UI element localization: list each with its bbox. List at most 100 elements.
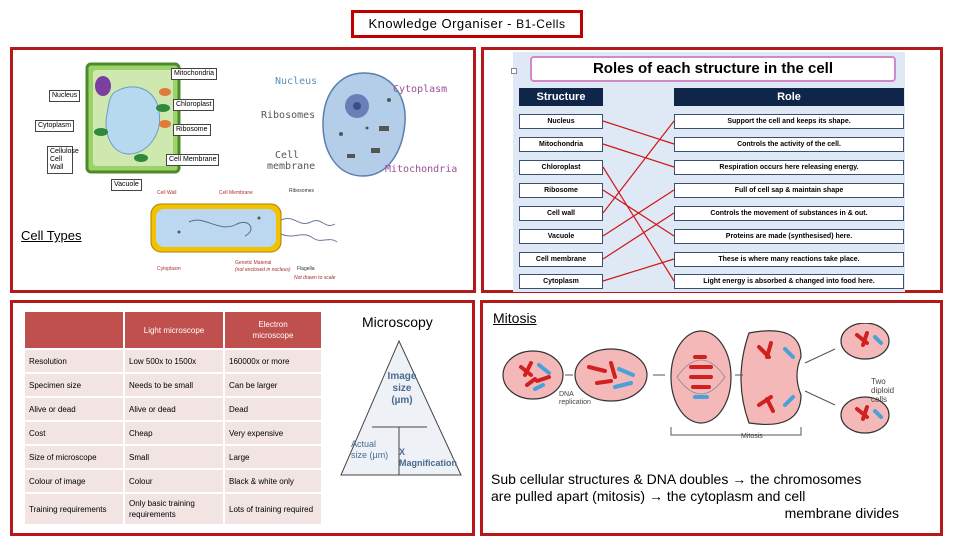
role-box: Proteins are made (synthesised) here.	[674, 229, 904, 244]
mitosis-label-mitosis: Mitosis	[741, 433, 763, 440]
mitosis-summary-line-3: membrane divides	[784, 505, 899, 521]
roles-table: Roles of each structure in the cell Stru…	[511, 52, 905, 292]
table-cell: Colour	[125, 470, 223, 492]
title-main: Knowledge Organiser -	[368, 16, 512, 31]
title-sub: B1-Cells	[516, 17, 566, 31]
bacteria-label-cytoplasm: Cytoplasm	[157, 266, 181, 272]
roles-title: Roles of each structure in the cell	[530, 56, 896, 82]
structure-box: Vacuole	[519, 229, 603, 244]
table-cell: Specimen size	[25, 374, 123, 396]
table-row: Alive or dead Alive or dead Dead	[25, 398, 321, 420]
mitosis-summary: Sub cellular structures & DNA doubles → …	[491, 471, 939, 522]
plant-label-cytoplasm: Cytoplasm	[35, 120, 75, 132]
plant-label-mitochondria: Mitochondria	[171, 68, 218, 80]
table-cell: Lots of training required	[225, 494, 321, 524]
triangle-image-size: Image size (µm)	[387, 371, 417, 406]
table-cell: Dead	[225, 398, 321, 420]
table-row: Resolution Low 500x to 1500x 160000x or …	[25, 350, 321, 372]
matching-lines	[602, 120, 675, 282]
magnification-triangle: Image size (µm) Actual size (µm) X Magni…	[339, 339, 463, 479]
table-cell: Can be larger	[225, 374, 321, 396]
table-header-blank	[25, 312, 123, 348]
table-row: Colour of image Colour Black & white onl…	[25, 470, 321, 492]
structure-box: Mitochondria	[519, 137, 603, 152]
mitosis-summary-line-2: are pulled apart (mitosis) → the cytopla…	[491, 488, 806, 504]
microscopy-panel: Light microscope Electron microscope Res…	[10, 300, 475, 536]
table-cell: Large	[225, 446, 321, 468]
table-cell: Needs to be small	[125, 374, 223, 396]
animal-label-nucleus: Nucleus	[275, 76, 318, 87]
plant-cell-diagram	[85, 62, 181, 174]
table-cell: Size of microscope	[25, 446, 123, 468]
table-cell: Low 500x to 1500x	[125, 350, 223, 372]
table-row: Size of microscope Small Large	[25, 446, 321, 468]
table-row: Training requirements Only basic trainin…	[25, 494, 321, 524]
table-row: Cost Cheap Very expensive	[25, 422, 321, 444]
bacteria-label-flagella: Flagella	[297, 266, 315, 272]
bacteria-label-genetic-note: (not enclosed in nucleus)	[235, 267, 291, 273]
role-box: Light energy is absorbed & changed into …	[674, 274, 904, 289]
role-box: Full of cell sap & maintain shape	[674, 183, 904, 198]
table-icon	[511, 68, 517, 74]
table-cell: Black & white only	[225, 470, 321, 492]
structure-box: Cytoplasm	[519, 274, 603, 289]
plant-label-cell-membrane: Cell Membrane	[166, 154, 220, 166]
bacteria-diagram	[150, 203, 338, 253]
plant-label-vacuole: Vacuole	[111, 179, 142, 191]
bacteria-label-cell-membrane: Cell Membrane	[219, 190, 253, 196]
table-header-light: Light microscope	[125, 312, 223, 348]
animal-cell-diagram	[322, 72, 406, 177]
mitosis-panel: Mitosis DNA replication Mitosis Two d	[480, 300, 943, 536]
mitosis-summary-line-1: Sub cellular structures & DNA doubles → …	[491, 471, 862, 487]
triangle-actual-size: Actual size (µm)	[351, 439, 389, 460]
table-cell: Resolution	[25, 350, 123, 372]
plant-label-chloroplast: Chloroplast	[173, 99, 215, 111]
mitosis-label-two-cells: Two diploid cells	[871, 377, 895, 404]
triangle-shape	[340, 339, 462, 476]
table-row: Specimen size Needs to be small Can be l…	[25, 374, 321, 396]
role-box: These is where many reactions take place…	[674, 252, 904, 267]
structure-box: Cell membrane	[519, 252, 603, 267]
role-box: Controls the activity of the cell.	[674, 137, 904, 152]
role-box: Respiration occurs here releasing energy…	[674, 160, 904, 175]
animal-label-mitochondria: Mitochondria	[385, 164, 458, 175]
roles-header-structure: Structure	[519, 88, 603, 106]
cell-types-panel: Nucleus Cytoplasm Cellulose Cell Wall Mi…	[10, 47, 476, 293]
bacteria-label-cell-wall: Cell Wall	[157, 190, 177, 196]
animal-label-ribosomes: Ribosomes	[261, 110, 316, 121]
table-cell: Cost	[25, 422, 123, 444]
role-box: Controls the movement of substances in &…	[674, 206, 904, 221]
animal-label-cytoplasm: Cytoplasm	[393, 84, 448, 95]
animal-label-cell-membrane: Cell membrane	[267, 150, 316, 172]
table-cell: 160000x or more	[225, 350, 321, 372]
plant-label-ribosome: Ribosome	[173, 124, 211, 136]
triangle-magnification: X Magnification	[399, 447, 457, 468]
table-header-row: Light microscope Electron microscope	[25, 312, 321, 348]
table-cell: Cheap	[125, 422, 223, 444]
role-box: Support the cell and keeps its shape.	[674, 114, 904, 129]
bacteria-label-genetic: Genetic Material	[235, 260, 272, 266]
table-cell: Only basic training requirements	[125, 494, 223, 524]
mitosis-diagram	[502, 323, 890, 436]
microscopy-title: Microscopy	[362, 314, 433, 330]
structure-box: Ribosome	[519, 183, 603, 198]
structure-box: Cell wall	[519, 206, 603, 221]
microscope-comparison-table: Light microscope Electron microscope Res…	[23, 310, 323, 526]
table-cell: Alive or dead	[125, 398, 223, 420]
table-cell: Training requirements	[25, 494, 123, 524]
table-cell: Small	[125, 446, 223, 468]
plant-label-cell-wall: Cellulose Cell Wall	[47, 146, 79, 174]
mitosis-title: Mitosis	[493, 310, 537, 326]
cell-types-label: Cell Types	[21, 228, 82, 243]
page-title: Knowledge Organiser - B1-Cells	[351, 10, 583, 38]
mitosis-label-dna: DNA replication	[559, 391, 591, 406]
bacteria-label-ribosomes: Ribosomes	[289, 188, 315, 194]
table-cell: Colour of image	[25, 470, 123, 492]
plant-label-nucleus: Nucleus	[49, 90, 81, 102]
table-header-electron: Electron microscope	[225, 312, 321, 348]
roles-header-role: Role	[674, 88, 904, 106]
table-cell: Very expensive	[225, 422, 321, 444]
structure-box: Nucleus	[519, 114, 603, 129]
roles-panel: Roles of each structure in the cell Stru…	[481, 47, 943, 293]
bacteria-label-flagella-note: Not drawn to scale	[294, 275, 336, 281]
